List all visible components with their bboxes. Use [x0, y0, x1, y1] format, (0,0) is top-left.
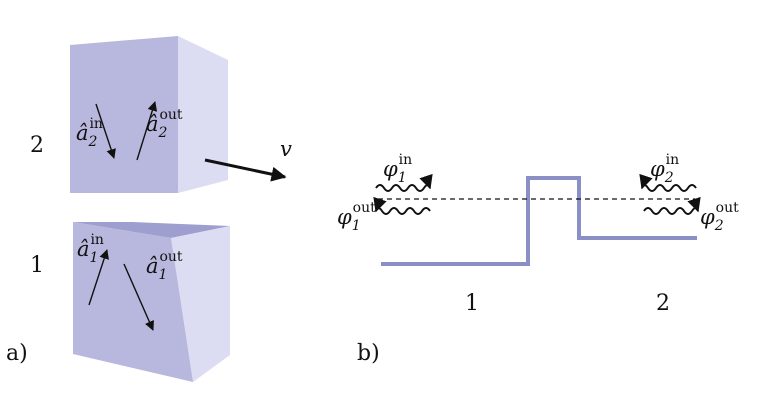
panel-a: v â2in â2out â1in â1out 2 1 a) [6, 36, 292, 382]
block-1-label: 1 [30, 253, 44, 278]
a2-out-label: â2out [146, 107, 183, 141]
a2-in-arrow [95, 103, 116, 159]
phi2-out-wave [643, 196, 701, 215]
phi2-out-label: φ2out [700, 200, 739, 234]
block-1-side [171, 226, 230, 382]
a1-in-arrow [88, 249, 109, 306]
panel-a-label: a) [6, 341, 28, 366]
block-1-top [73, 222, 230, 238]
block-2-front [70, 36, 178, 193]
phi2-in-wave [639, 173, 697, 192]
panel-b: φ1in φ1out φ2in φ2out 1 2 b) [337, 152, 739, 366]
velocity-label: v [280, 137, 292, 161]
phi1-in-wave [375, 173, 433, 192]
block-2 [70, 36, 228, 193]
panel-b-label: b) [357, 341, 380, 366]
block-2-label: 2 [30, 133, 44, 158]
phi2-in-label: φ2in [650, 152, 679, 186]
phi1-out-wave [373, 196, 431, 215]
potential-profile [381, 176, 697, 266]
region-1-label: 1 [465, 291, 479, 316]
phi1-in-label: φ1in [383, 152, 412, 186]
a1-out-arrow [123, 263, 154, 331]
block-2-side [178, 36, 228, 193]
velocity-arrow [204, 158, 287, 182]
region-2-label: 2 [656, 291, 670, 316]
a2-out-arrow [136, 101, 158, 161]
a1-in-label: â1in [77, 232, 104, 266]
a1-out-label: â1out [146, 249, 183, 283]
phi1-out-label: φ1out [337, 200, 376, 234]
a2-in-label: â2in [76, 116, 103, 150]
